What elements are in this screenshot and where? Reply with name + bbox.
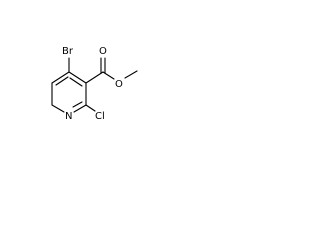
bond-n1-c2: [73, 104, 87, 113]
bond-carbonyl-ester-o: [102, 71, 115, 80]
bromine-label: Br: [62, 46, 74, 57]
chemical-structure: Br Cl N O O: [51, 46, 138, 122]
bond-c4-c5: [51, 71, 70, 84]
bond-c2-cl: [85, 104, 96, 112]
bond-c6-n1: [51, 104, 65, 113]
bond-ester-o-methyl: [124, 70, 138, 79]
ester-oxygen-label: O: [115, 79, 123, 90]
ring-nitrogen-label: N: [65, 111, 72, 122]
bond-n1-c2-inner: [72, 101, 83, 108]
bond-c4-c5-inner: [55, 76, 69, 86]
chlorine-label: Cl: [95, 111, 105, 122]
bond-c3-carbonyl: [85, 71, 104, 84]
structure-canvas: Br Cl N O O: [0, 0, 152, 152]
bond-c3-c4: [68, 71, 87, 84]
bond-c3-c4-inner: [69, 77, 83, 87]
carbonyl-oxygen-label: O: [99, 46, 107, 57]
